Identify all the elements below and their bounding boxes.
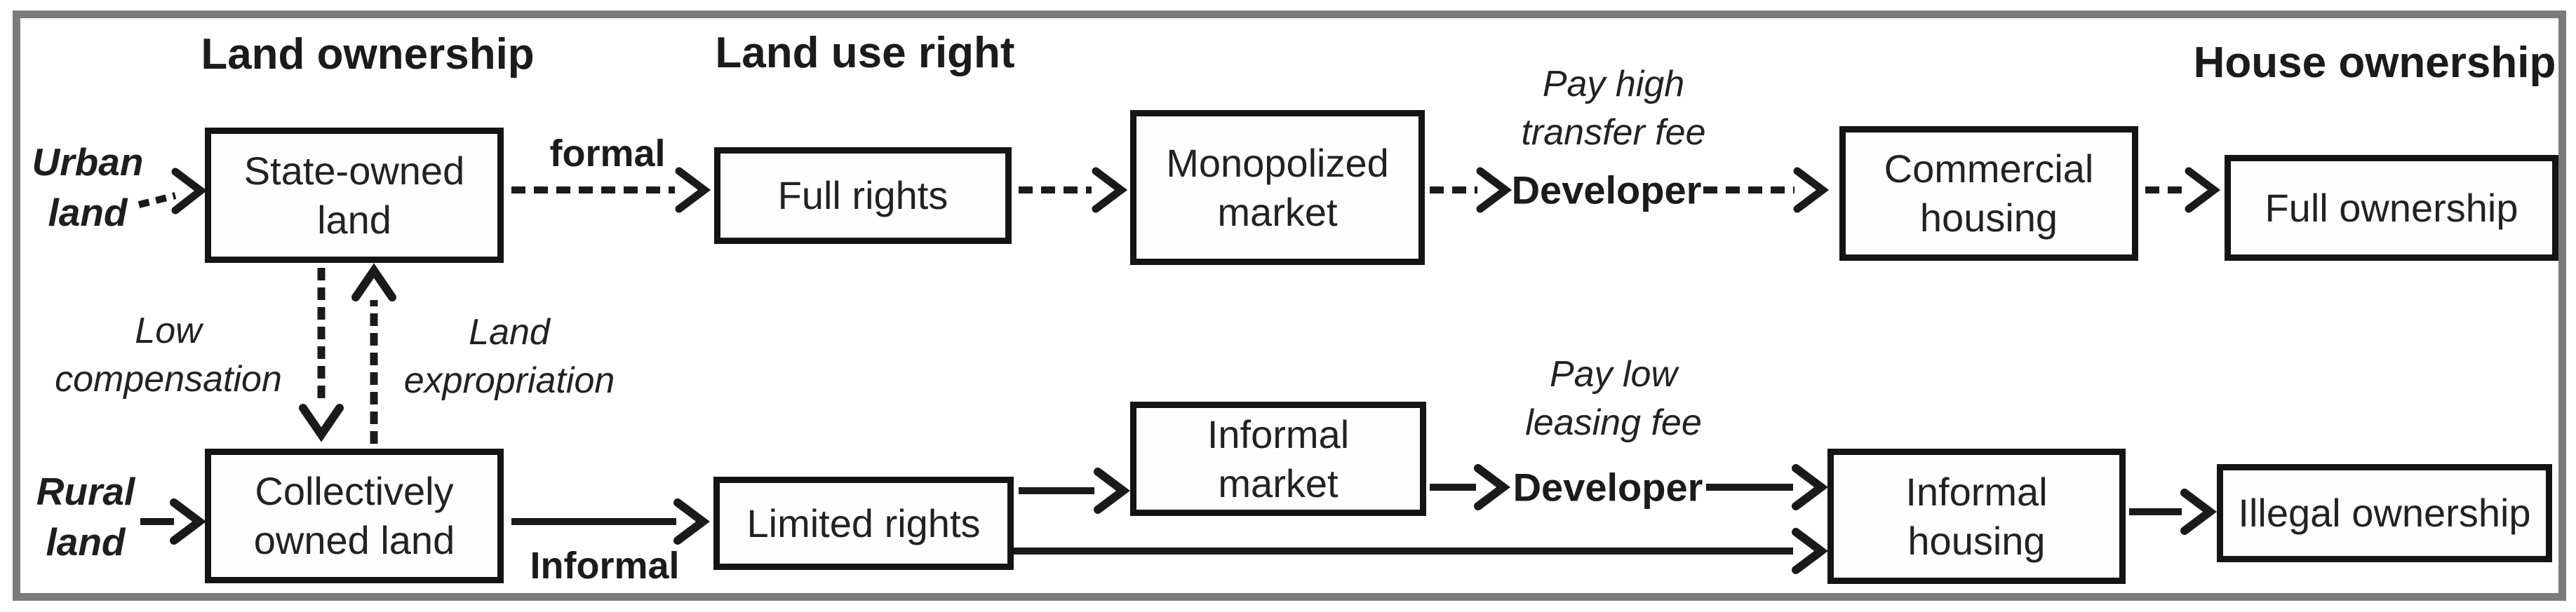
label-urban-land: Urban land [32,140,144,234]
solid-arrow-developer-to-informal-housing [1706,464,1828,510]
header-land-use-right: Land use right [715,29,1015,77]
state-owned-land-label: State-owned land [243,148,465,242]
collectively-owned-land-label: Collectively owned land [253,469,455,562]
label-rural-land: Rural land [36,470,135,564]
solid-arrow-limited-bypass-to-informal-housing [1014,528,1828,574]
illegal-ownership-label: Illegal ownership [2238,491,2531,535]
informal-market-label: Informal market [1207,412,1350,505]
diagram-frame [13,11,2566,601]
solid-arrow-collectively-to-limited [511,498,710,545]
label-land-expropriation: Land expropriation [403,312,615,401]
label-low-compensation: Low compensation [55,311,282,400]
label-pay-high-transfer-fee: Pay high transfer fee [1521,64,1706,153]
label-pay-low-leasing-fee: Pay low leasing fee [1525,354,1702,443]
dashed-arrow-developer-to-commercial [1703,167,1830,213]
node-commercial-housing: Commercial housing [1839,126,2138,261]
limited-rights-label: Limited rights [746,501,981,545]
solid-arrow-informal-housing-to-illegal [2129,489,2217,535]
solid-arrow-informal-market-to-developer [1430,464,1510,510]
dashed-arrow-monopolized-to-developer [1430,167,1512,213]
node-informal-market: Informal market [1130,402,1426,516]
node-state-owned-land: State-owned land [205,128,504,263]
full-rights-label: Full rights [777,173,948,217]
node-illegal-ownership: Illegal ownership [2217,464,2552,562]
label-developer-top: Developer [1511,168,1702,212]
dashed-arrow-state-to-full-rights [511,167,711,213]
dashed-arrow-urban-to-state [137,168,208,215]
full-ownership-label: Full ownership [2265,185,2518,230]
dashed-arrow-commercial-to-full-ownership [2145,167,2221,213]
dashed-arrow-low-compensation-down [299,268,344,442]
dashed-arrow-full-rights-to-monopolized [1019,167,1128,213]
label-formal: formal [549,132,666,175]
node-collectively-owned-land: Collectively owned land [205,449,504,583]
node-informal-housing: Informal housing [1827,449,2126,584]
node-limited-rights: Limited rights [713,477,1014,570]
header-house-ownership: House ownership [2193,39,2556,87]
dashed-arrow-land-expropriation-up [351,263,396,444]
label-developer-bottom: Developer [1512,465,1703,510]
node-full-rights: Full rights [714,147,1012,244]
monopolized-market-label: Monopolized market [1166,140,1389,234]
commercial-housing-label: Commercial housing [1884,147,2094,240]
node-monopolized-market: Monopolized market [1130,110,1425,265]
informal-housing-label: Informal housing [1905,469,2048,563]
solid-arrow-rural-to-collectively [140,498,206,545]
node-full-ownership: Full ownership [2225,155,2558,261]
solid-arrow-limited-to-informal-market [1019,468,1130,514]
header-land-ownership: Land ownership [201,30,535,79]
label-informal: Informal [530,545,680,587]
